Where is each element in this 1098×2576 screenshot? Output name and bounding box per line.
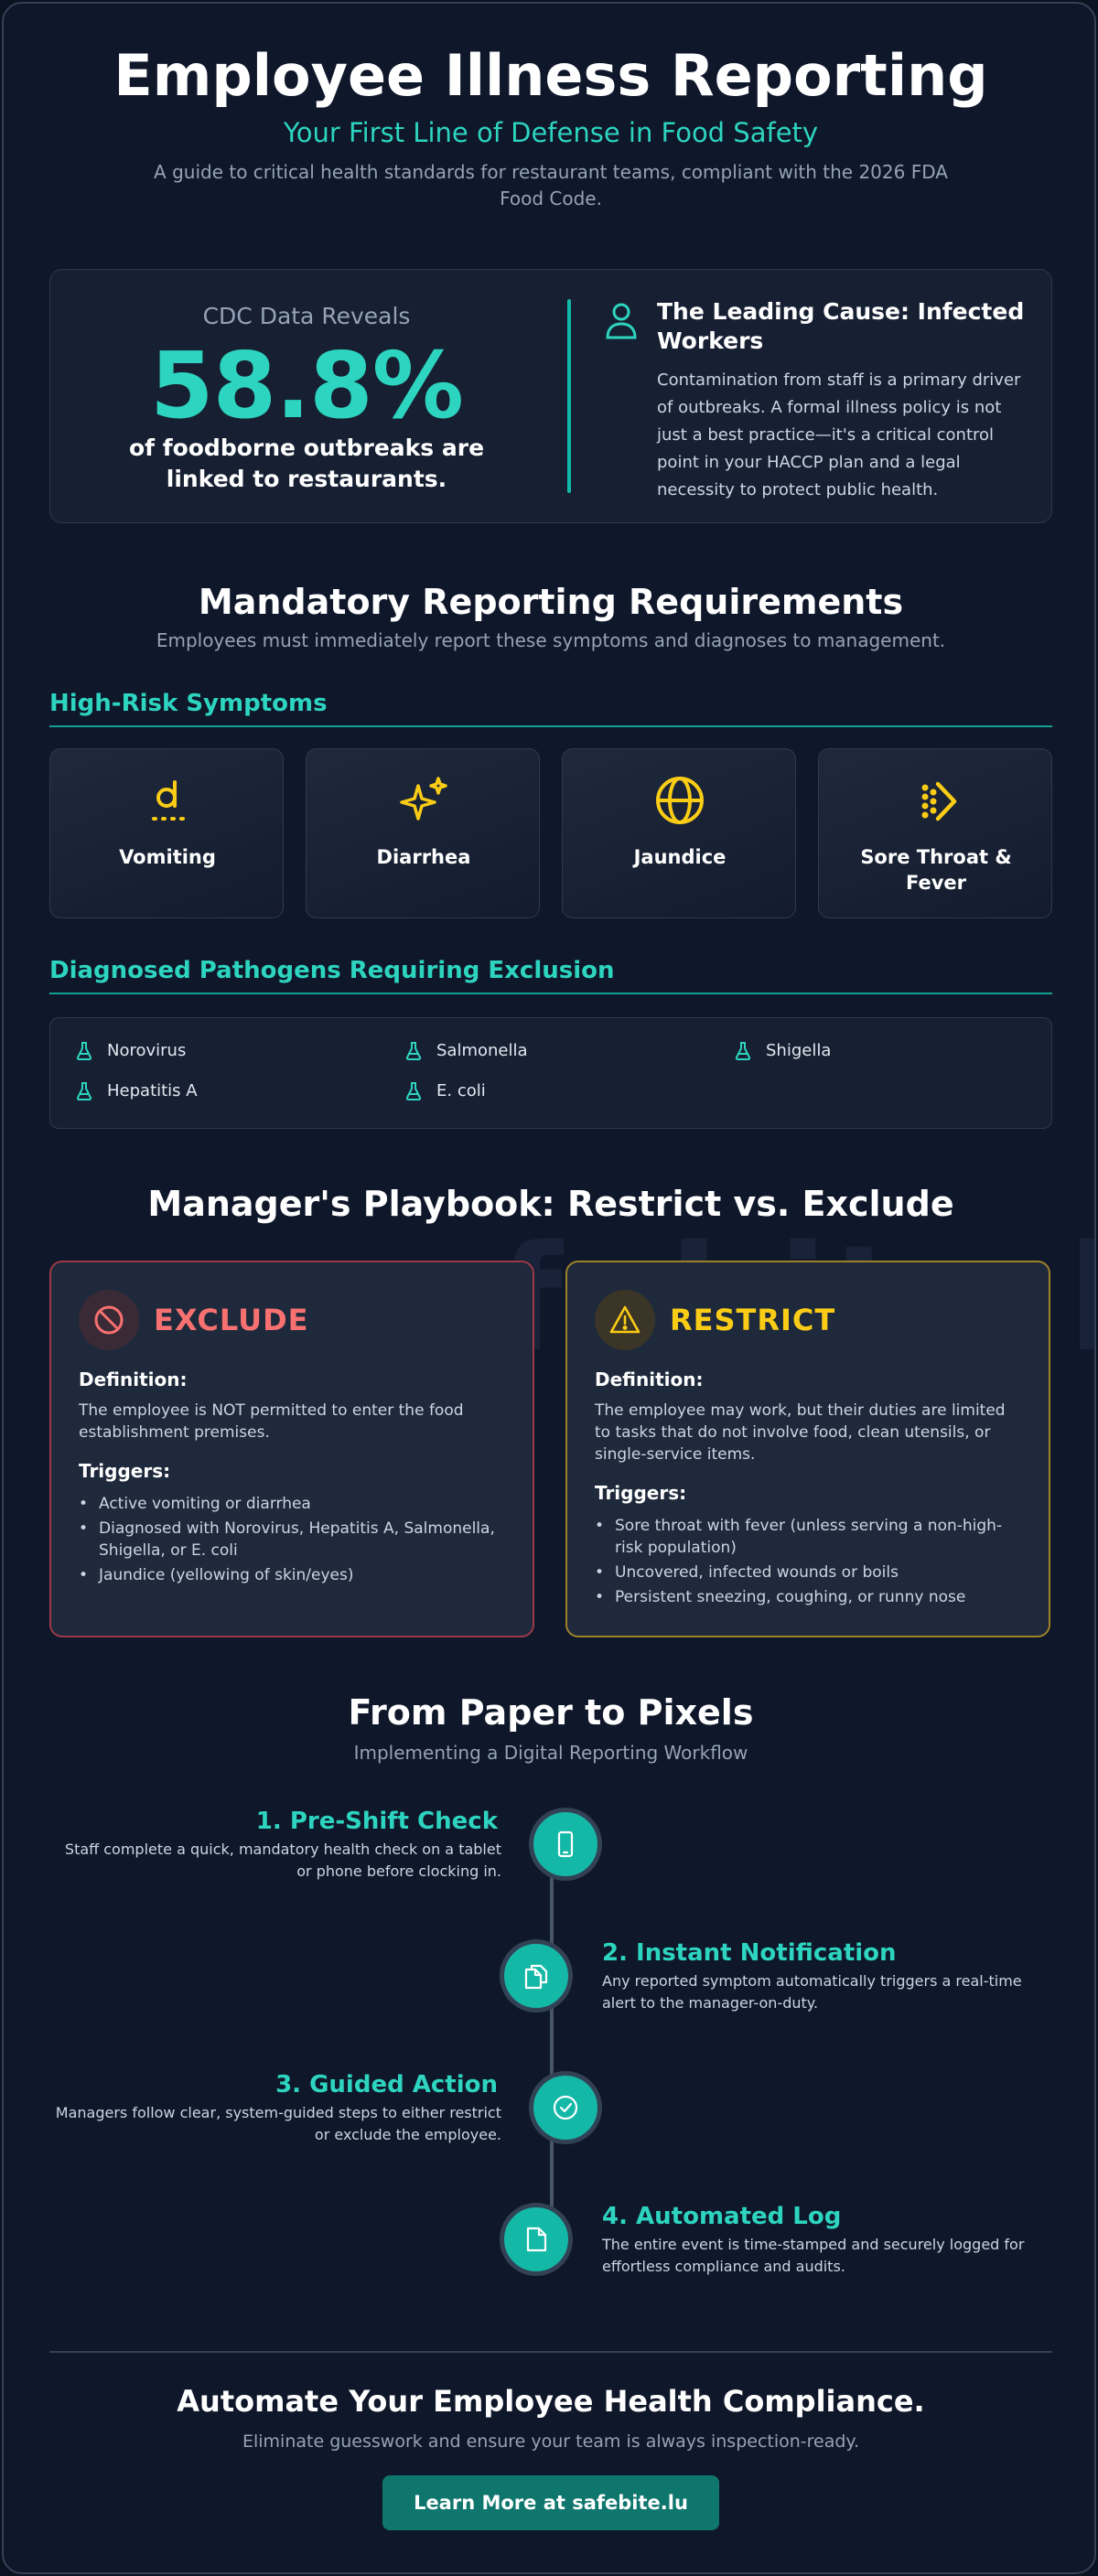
learn-more-button[interactable]: Learn More at safebite.lu: [382, 2475, 719, 2530]
globe-icon: [656, 777, 704, 824]
symptom-label: Diarrhea: [376, 846, 471, 868]
cta-divider: [49, 2351, 1052, 2353]
workflow-subtitle: Implementing a Digital Reporting Workflo…: [353, 1742, 748, 1764]
restrict-definition-label: Definition:: [595, 1368, 704, 1390]
symptom-label: Jaundice: [633, 846, 727, 868]
stat-value: 58.8%: [150, 332, 464, 439]
pathogen-label: Shigella: [766, 1041, 832, 1060]
exclude-definition-label: Definition:: [79, 1368, 188, 1390]
step-title: 1. Pre-Shift Check: [255, 1808, 498, 1835]
cta-subtitle: Eliminate guesswork and ensure your team…: [242, 2431, 860, 2452]
step-body: Managers follow clear, system-guided ste…: [55, 2104, 501, 2143]
symptom-card: Sore Throat & Fever: [818, 748, 1052, 918]
document-icon: [526, 2227, 547, 2252]
symptom-card: Vomiting: [49, 748, 284, 918]
stat-label: CDC Data Reveals: [202, 303, 411, 329]
pathogens-rule: [49, 993, 1052, 994]
trigger-item: Persistent sneezing, coughing, or runny …: [595, 1586, 1025, 1608]
timeline-line: [550, 1842, 554, 2243]
page-description: A guide to critical health standards for…: [154, 161, 948, 209]
pathogen-label: Hepatitis A: [107, 1081, 198, 1100]
symptom-label: Sore Throat & Fever: [860, 846, 1012, 894]
timeline-step-dot: [529, 2071, 602, 2144]
page-title: Employee Illness Reporting: [113, 42, 988, 109]
restrict-card: RESTRICT Definition: The employee may wo…: [565, 1261, 1050, 1637]
phone-icon: [557, 1830, 574, 1858]
trigger-item: Uncovered, infected wounds or boils: [595, 1562, 1025, 1583]
check-circle-icon: [553, 2095, 578, 2120]
symptoms-rule: [49, 725, 1052, 727]
flask-icon: [405, 1082, 422, 1100]
exclude-definition: The employee is NOT permitted to enter t…: [79, 1401, 464, 1442]
step-title: 4. Automated Log: [602, 2203, 842, 2230]
stat-caption: of foodborne outbreaks are linked to res…: [128, 435, 485, 492]
pathogen-label: Salmonella: [436, 1041, 528, 1060]
stat-divider: [567, 299, 571, 493]
page-subtitle: Your First Line of Defense in Food Safet…: [283, 117, 819, 148]
exclude-heading: EXCLUDE: [154, 1303, 309, 1337]
restrict-trigger-list: Sore throat with fever (unless serving a…: [595, 1515, 1025, 1611]
chevron-dots-icon: [921, 781, 957, 821]
flask-icon: [76, 1082, 92, 1100]
pathogens-heading: Diagnosed Pathogens Requiring Exclusion: [49, 957, 615, 984]
step-body: Any reported symptom automatically trigg…: [602, 1972, 1022, 2012]
symptoms-heading: High-Risk Symptoms: [49, 690, 328, 717]
symptom-card: Jaundice: [562, 748, 796, 918]
copy-icon: [524, 1964, 548, 1990]
playbook-title: Manager's Playbook: Restrict vs. Exclude: [147, 1184, 954, 1224]
step-title: 3. Guided Action: [275, 2071, 498, 2098]
vomit-icon: [152, 780, 185, 821]
timeline-step-dot: [529, 1808, 602, 1881]
cta-title: Automate Your Employee Health Compliance…: [177, 2384, 925, 2419]
restrict-heading: RESTRICT: [670, 1303, 836, 1337]
trigger-item: Jaundice (yellowing of skin/eyes): [79, 1564, 509, 1586]
flask-icon: [405, 1042, 422, 1060]
cause-title: The Leading Cause: Infected Workers: [657, 298, 1025, 354]
sparkles-icon: [400, 777, 447, 821]
trigger-item: Sore throat with fever (unless serving a…: [595, 1515, 1025, 1559]
step-body: Staff complete a quick, mandatory health…: [64, 1841, 501, 1880]
exclude-card: EXCLUDE Definition: The employee is NOT …: [49, 1261, 534, 1637]
reporting-subtitle: Employees must immediately report these …: [156, 629, 946, 651]
timeline-step-dot: [500, 1939, 573, 2012]
step-body: The entire event is time-stamped and sec…: [602, 2236, 1025, 2275]
trigger-item: Active vomiting or diarrhea: [79, 1493, 509, 1515]
prohibited-icon: [94, 1305, 124, 1335]
cause-body: Contamination from staff is a primary dr…: [657, 370, 1021, 499]
pathogen-label: E. coli: [436, 1081, 486, 1100]
timeline-step-dot: [500, 2203, 573, 2276]
restrict-badge: [595, 1290, 655, 1350]
symptom-card: Diarrhea: [306, 748, 540, 918]
flask-icon: [76, 1042, 92, 1060]
exclude-triggers-label: Triggers:: [79, 1460, 171, 1482]
person-icon: [606, 303, 637, 339]
trigger-item: Diagnosed with Norovirus, Hepatitis A, S…: [79, 1518, 509, 1562]
restrict-triggers-label: Triggers:: [595, 1482, 687, 1504]
step-title: 2. Instant Notification: [602, 1939, 897, 1967]
stat-card: CDC Data Reveals 58.8% of foodborne outb…: [49, 269, 1052, 523]
symptom-label: Vomiting: [119, 846, 216, 868]
restrict-definition: The employee may work, but their duties …: [595, 1401, 1006, 1464]
pathogen-list: Norovirus Salmonella Shigella Hepatitis …: [49, 1017, 1052, 1129]
exclude-badge: [79, 1290, 139, 1350]
reporting-title: Mandatory Reporting Requirements: [198, 582, 904, 622]
exclude-trigger-list: Active vomiting or diarrhea Diagnosed wi…: [79, 1493, 509, 1589]
warning-icon: [609, 1305, 640, 1334]
pathogen-label: Norovirus: [107, 1041, 187, 1060]
flask-icon: [735, 1042, 751, 1060]
workflow-title: From Paper to Pixels: [348, 1692, 754, 1733]
